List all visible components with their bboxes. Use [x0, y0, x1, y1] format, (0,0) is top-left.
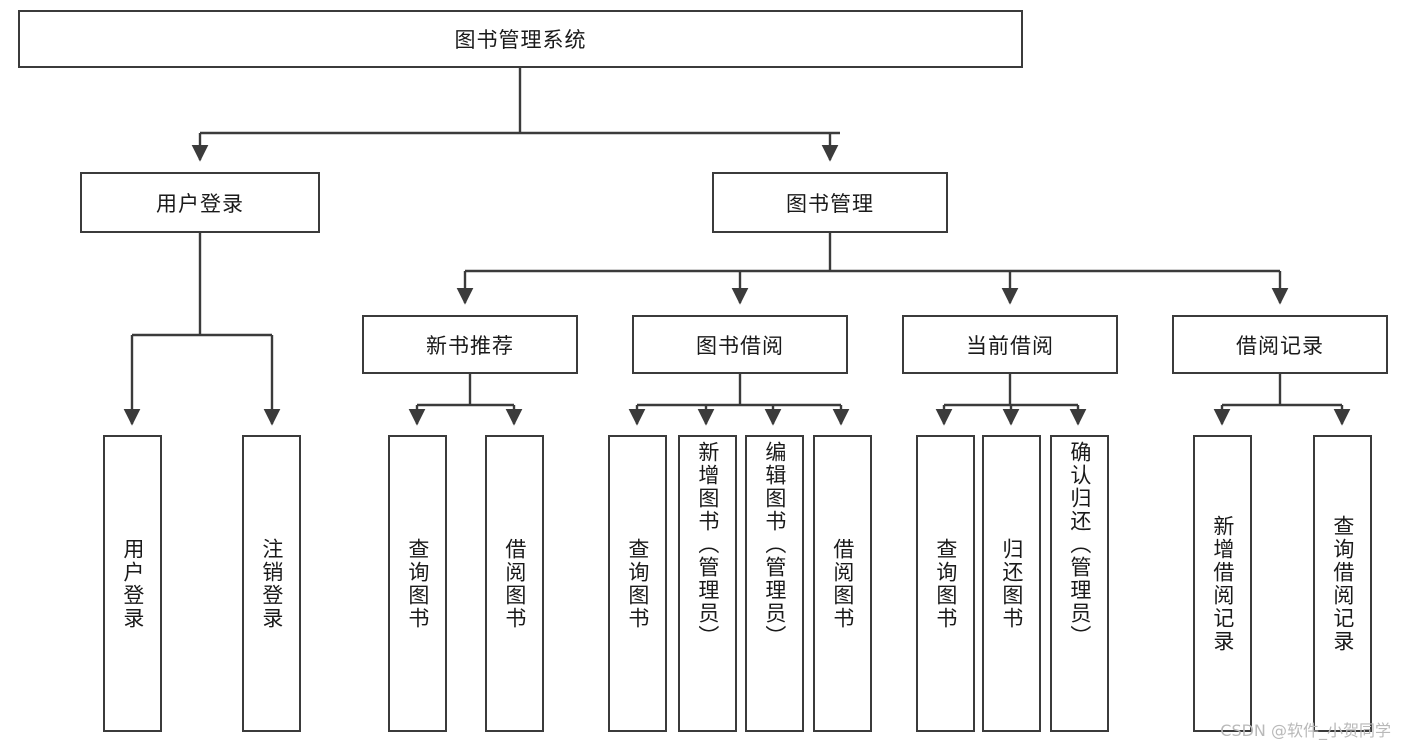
leaf-query-book-borrow[interactable]: 查询图书: [608, 435, 667, 732]
leaf-logout-label: 注销登录: [259, 537, 284, 630]
node-borrow-record-label: 借阅记录: [1236, 333, 1324, 358]
leaf-borrow-book-label: 借阅图书: [830, 537, 855, 630]
node-root-label: 图书管理系统: [454, 28, 587, 52]
node-current-borrow-label: 当前借阅: [966, 333, 1054, 358]
node-new-book-recommend[interactable]: 新书推荐: [362, 315, 578, 374]
node-book-manage[interactable]: 图书管理: [712, 172, 948, 233]
leaf-borrow-book[interactable]: 借阅图书: [813, 435, 872, 732]
leaf-user-login[interactable]: 用户登录: [103, 435, 162, 732]
leaf-edit-book-admin[interactable]: 编辑图书（管理员）: [745, 435, 804, 732]
node-borrow-record[interactable]: 借阅记录: [1172, 315, 1388, 374]
leaf-return-book-label: 归还图书: [999, 537, 1024, 630]
watermark-text: CSDN @软件_小贺同学: [1220, 721, 1391, 740]
node-current-borrow[interactable]: 当前借阅: [902, 315, 1118, 374]
node-book-manage-label: 图书管理: [786, 191, 874, 216]
node-user-login-label: 用户登录: [156, 191, 244, 216]
leaf-query-book-current[interactable]: 查询图书: [916, 435, 975, 732]
node-root[interactable]: 图书管理系统: [18, 10, 1023, 68]
leaf-user-login-label: 用户登录: [120, 537, 145, 630]
leaf-query-borrow-record-label: 查询借阅记录: [1330, 514, 1355, 653]
leaf-query-book-borrow-label: 查询图书: [625, 537, 650, 630]
node-book-borrow[interactable]: 图书借阅: [632, 315, 848, 374]
leaf-query-borrow-record[interactable]: 查询借阅记录: [1313, 435, 1372, 732]
leaf-confirm-return-admin[interactable]: 确认归还（管理员）: [1050, 435, 1109, 732]
leaf-query-book-recommend[interactable]: 查询图书: [388, 435, 447, 732]
leaf-query-book-current-label: 查询图书: [933, 537, 958, 630]
node-new-book-recommend-label: 新书推荐: [426, 333, 514, 358]
leaf-add-book-admin[interactable]: 新增图书（管理员）: [678, 435, 737, 732]
node-book-borrow-label: 图书借阅: [696, 333, 784, 358]
leaf-logout[interactable]: 注销登录: [242, 435, 301, 732]
leaf-return-book[interactable]: 归还图书: [982, 435, 1041, 732]
leaf-borrow-book-recommend[interactable]: 借阅图书: [485, 435, 544, 732]
leaf-query-book-recommend-label: 查询图书: [405, 537, 430, 630]
leaf-confirm-return-admin-label: 确认归还（管理员）: [1067, 441, 1092, 648]
leaf-add-borrow-record[interactable]: 新增借阅记录: [1193, 435, 1252, 732]
leaf-add-borrow-record-label: 新增借阅记录: [1210, 514, 1235, 653]
leaf-borrow-book-recommend-label: 借阅图书: [502, 537, 527, 630]
leaf-add-book-admin-label: 新增图书（管理员）: [695, 441, 720, 648]
leaf-edit-book-admin-label: 编辑图书（管理员）: [762, 441, 787, 648]
node-user-login[interactable]: 用户登录: [80, 172, 320, 233]
